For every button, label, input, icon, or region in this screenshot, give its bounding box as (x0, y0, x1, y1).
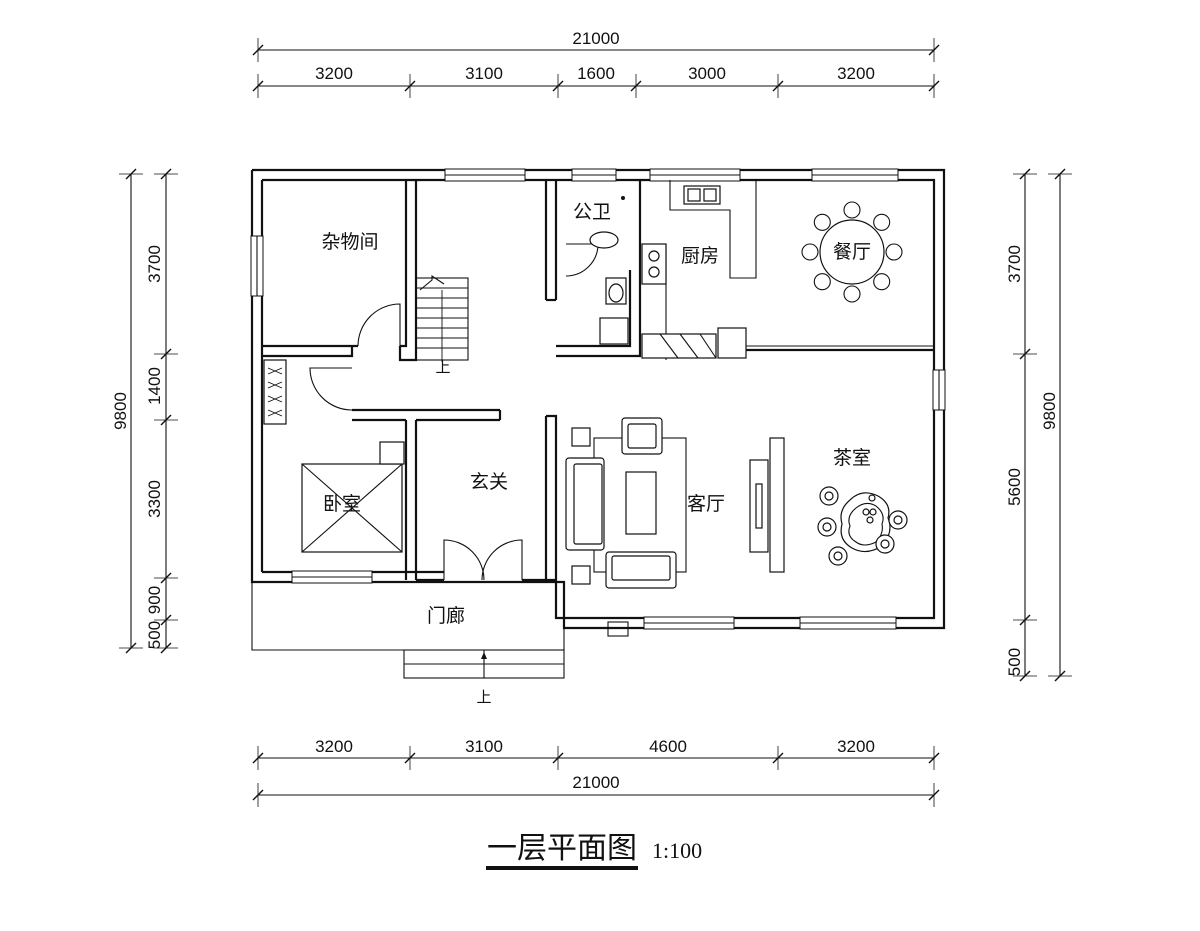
dining-chair (873, 273, 891, 291)
drawing-scale: 1:100 (652, 838, 702, 863)
room-label-bedroom: 卧室 (323, 493, 361, 515)
right-dimension-1: 3700 (1005, 245, 1024, 283)
top-dimension-5: 3200 (837, 64, 875, 83)
wardrobe-hanger (267, 367, 283, 375)
room-label-storage: 杂物间 (321, 231, 378, 253)
room-label-dining: 餐厅 (833, 241, 871, 263)
bottom-dimension-1: 3200 (315, 737, 353, 756)
room-label-porch: 门廊 (427, 605, 465, 627)
windows (250, 168, 946, 630)
interior-walls (262, 180, 934, 620)
dining-chair (813, 273, 831, 291)
left-dimension-1: 3700 (145, 245, 164, 283)
right-dimension-3: 500 (1005, 648, 1024, 676)
top-dimension-2: 3100 (465, 64, 503, 83)
living-furniture (565, 417, 785, 589)
top-total-dimension: 21000 (572, 29, 619, 48)
bottom-dimension-3: 4600 (649, 737, 687, 756)
left-dimension-2: 1400 (145, 367, 164, 405)
left-dimension-3: 3300 (145, 480, 164, 518)
dining-table (801, 201, 903, 303)
left-dimension-5: 500 (145, 621, 164, 649)
dining-chair (801, 243, 819, 261)
right-dimension-2: 5600 (1005, 468, 1024, 506)
porch-step-up-label: 上 (476, 688, 491, 706)
dining-chair (843, 285, 861, 303)
wardrobe-hanger (267, 409, 283, 417)
stair-up-label: 上 (435, 358, 450, 376)
room-label-toilet: 公卫 (573, 201, 611, 223)
title-underline (486, 866, 638, 870)
left-dimension-4: 900 (145, 586, 164, 614)
right-total-dimension: 9800 (1040, 392, 1059, 430)
room-label-kitchen: 厨房 (681, 245, 719, 267)
top-dimension-3: 1600 (577, 64, 615, 83)
top-dimension-lines (252, 38, 940, 98)
tea-room-furniture (817, 486, 908, 566)
top-dimension-1: 3200 (315, 64, 353, 83)
wardrobe-hanger (267, 395, 283, 403)
bottom-dimension-4: 3200 (837, 737, 875, 756)
bottom-dimension-2: 3100 (465, 737, 503, 756)
dining-chair (885, 243, 903, 261)
bottom-total-dimension: 21000 (572, 773, 619, 792)
toilet-fixtures (589, 196, 629, 345)
left-total-dimension: 9800 (111, 392, 130, 430)
dining-chair (813, 213, 831, 231)
left-dimension-lines (119, 168, 178, 654)
right-dimension-lines (1013, 168, 1072, 682)
room-label-foyer: 玄关 (470, 471, 508, 493)
bottom-dimension-lines (252, 746, 940, 807)
bedroom-furniture (263, 359, 405, 553)
dining-chair (843, 201, 861, 219)
room-label-tea-room: 茶室 (833, 447, 871, 469)
top-dimension-4: 3000 (688, 64, 726, 83)
wardrobe-hanger (267, 381, 283, 389)
room-label-living: 客厅 (687, 493, 725, 515)
kitchen-fixtures (641, 180, 757, 360)
drawing-title: 一层平面图 (487, 831, 637, 866)
dining-chair (873, 213, 891, 231)
